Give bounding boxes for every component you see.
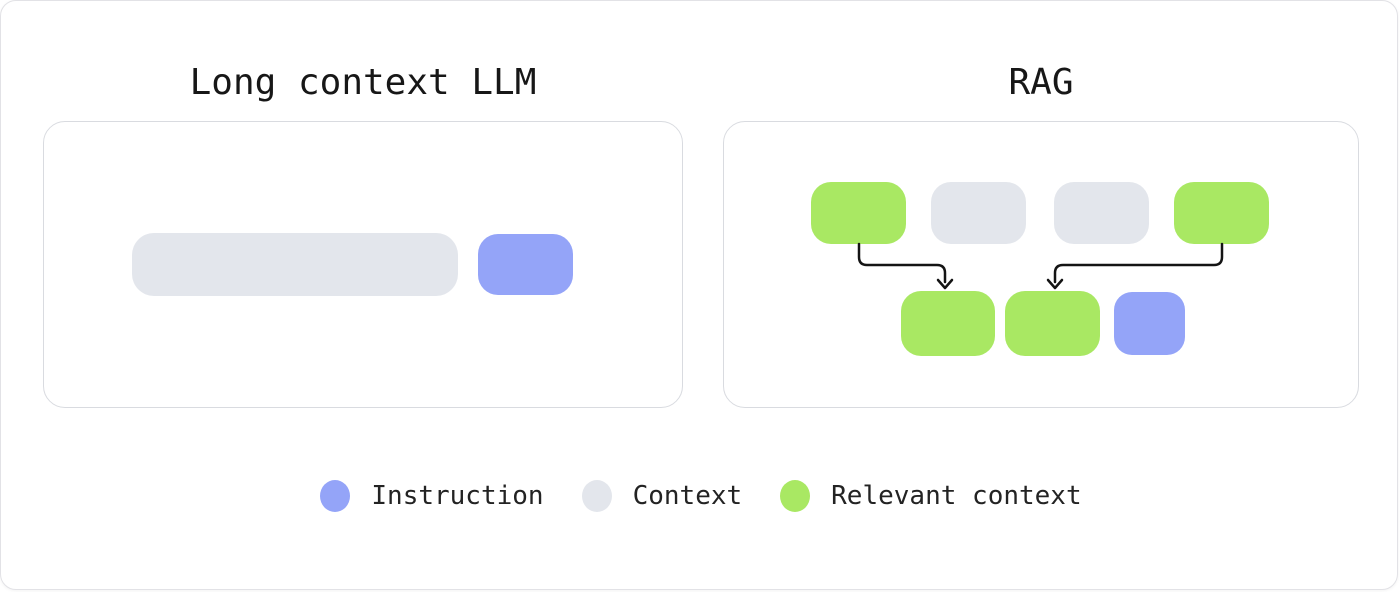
rag-title: RAG	[1008, 62, 1074, 103]
rag-panel	[723, 121, 1359, 408]
context-block	[132, 233, 458, 296]
relevant-block	[1005, 291, 1100, 356]
legend-dot-instruction	[320, 480, 351, 512]
long-context-blocks	[132, 233, 573, 296]
legend-dot-context	[581, 480, 612, 512]
context-block	[931, 182, 1026, 244]
arrow-left-head	[936, 278, 954, 290]
legend: Instruction Context Relevant context	[1, 478, 1397, 514]
legend-label-instruction: Instruction	[371, 481, 544, 511]
legend-item-context: Context	[581, 478, 743, 514]
arrow-left	[857, 242, 947, 284]
arrow-right	[1053, 242, 1224, 284]
long-context-title: Long context LLM	[189, 62, 537, 103]
instruction-block	[478, 234, 573, 295]
legend-item-instruction: Instruction	[320, 478, 544, 514]
legend-dot-relevant	[780, 480, 811, 512]
context-block	[1054, 182, 1149, 244]
instruction-block	[1114, 292, 1185, 355]
legend-item-relevant: Relevant context	[780, 478, 1082, 514]
relevant-block	[1174, 182, 1269, 244]
legend-label-relevant: Relevant context	[831, 481, 1082, 511]
rag-retrieved-chunks-row	[811, 182, 1269, 244]
relevant-block	[811, 182, 906, 244]
relevant-block	[901, 291, 995, 356]
arrow-right-head	[1046, 278, 1064, 290]
legend-label-context: Context	[632, 481, 743, 511]
rag-prompt-row	[901, 291, 1185, 356]
long-context-panel	[43, 121, 683, 408]
flow-arrows	[857, 242, 1224, 290]
